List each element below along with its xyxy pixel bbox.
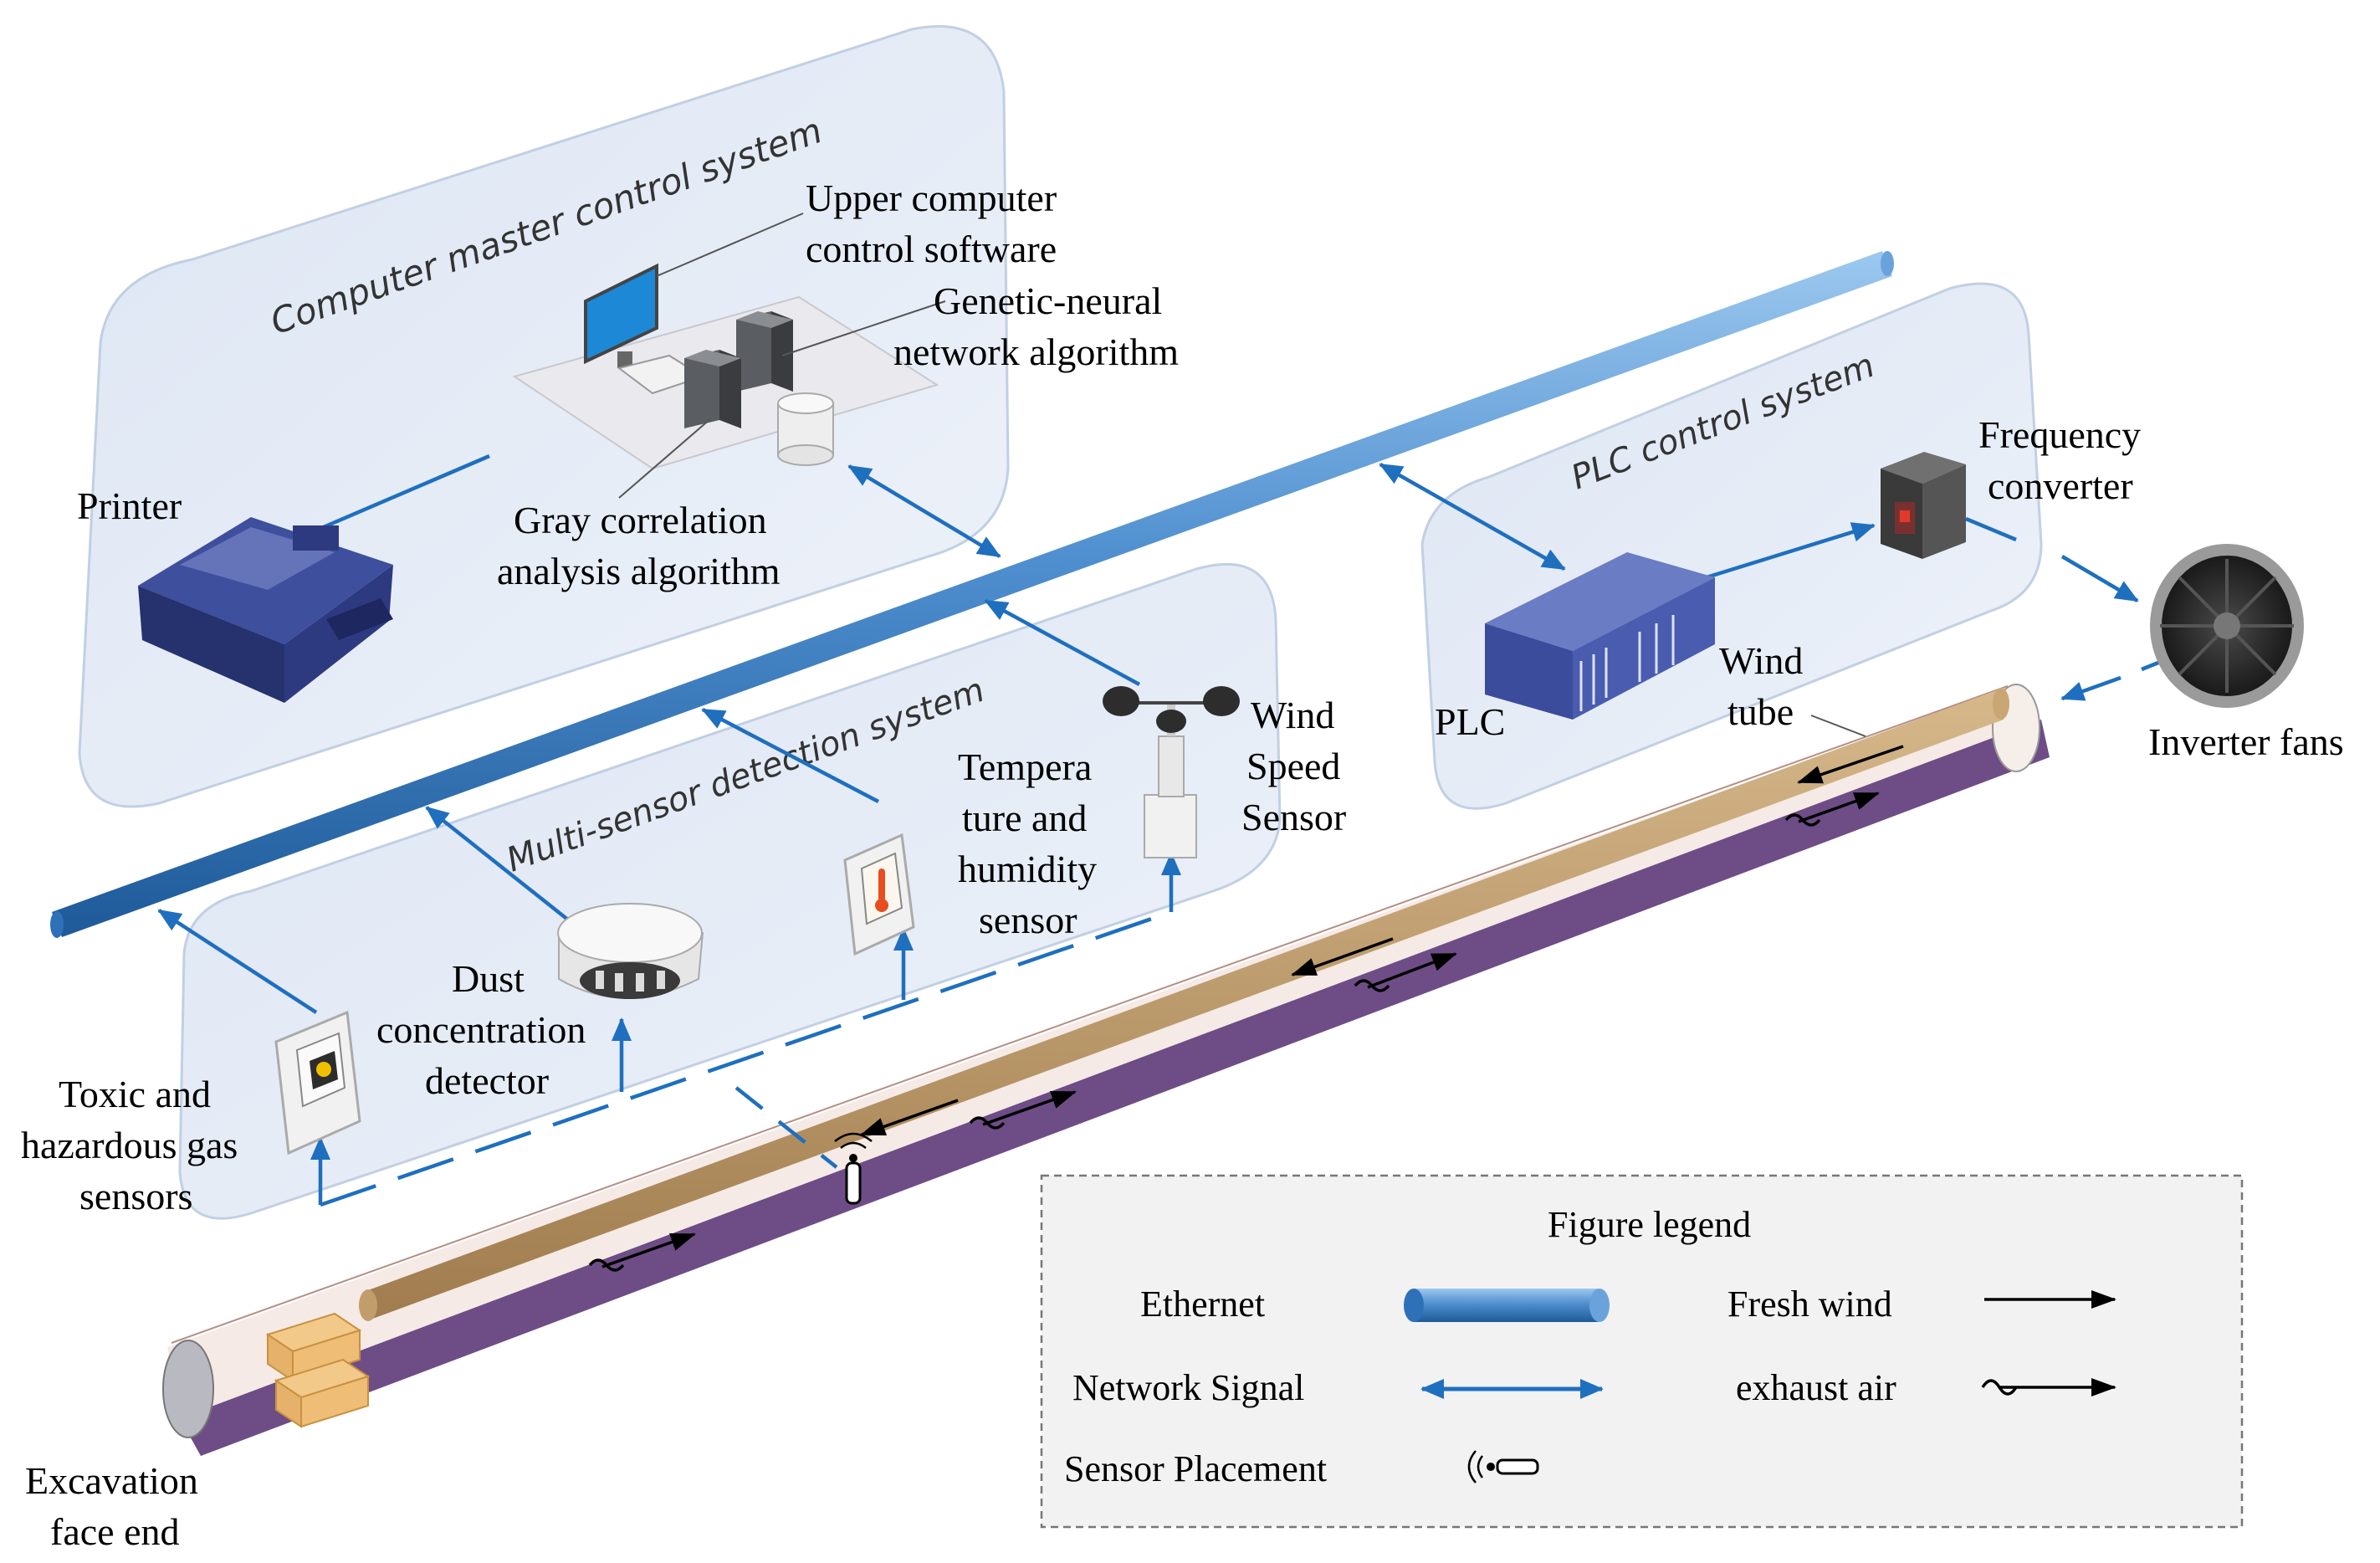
inverter-fans-label: Inverter fans — [2148, 720, 2344, 763]
upper-software-label: Upper computer control software — [806, 177, 1067, 270]
label-line: Excavation — [25, 1459, 198, 1502]
server-tower-icon — [736, 311, 793, 392]
plc-rack-icon — [1485, 552, 1715, 720]
printer-icon — [138, 517, 393, 703]
label-line: Genetic-neural — [934, 279, 1162, 322]
frequency-converter-label: Frequency converter — [1978, 413, 2151, 507]
label-line: ture and — [962, 797, 1087, 839]
label-line: Sensor — [1241, 796, 1346, 838]
fresh-wind-arrows — [860, 745, 1904, 1136]
label-line: face end — [50, 1510, 180, 1553]
label-line: Tempera — [958, 746, 1092, 788]
label-line: Speed — [1246, 745, 1340, 787]
inverter-fan-icon — [2150, 544, 2304, 708]
label-line: Wind — [1251, 694, 1334, 736]
tunnel-sensor-placement-icon — [834, 1132, 873, 1205]
frequency-converter-icon — [1881, 452, 1966, 559]
dust-detector-icon — [557, 903, 704, 999]
monitor-icon — [584, 263, 658, 365]
legend-fresh-wind-label: Fresh wind — [1727, 1284, 1892, 1325]
toxic-gas-sensor-icon — [274, 1010, 361, 1156]
legend-exhaust-air-label: exhaust air — [1736, 1367, 1896, 1408]
label-line: converter — [1988, 464, 2133, 507]
figure-legend: Figure legend Ethernet Network Signal Se… — [1040, 1174, 2244, 1529]
sensor-panel — [178, 562, 1282, 1220]
legend-ethernet-symbol — [1404, 1289, 1610, 1322]
wind-speed-sensor-label: Wind Speed Sensor — [1241, 694, 1350, 838]
dust-detector-label: Dust concentration detector — [376, 957, 596, 1102]
excavation-face-label: Excavation face end — [25, 1459, 207, 1553]
wind-tube-label: Wind tube — [1719, 639, 1813, 733]
callout-lines — [618, 213, 1866, 737]
label-line: control software — [806, 228, 1057, 270]
plc-label: PLC — [1435, 700, 1505, 743]
label-line: humidity — [958, 848, 1097, 890]
tunnel-face-end — [162, 1340, 214, 1438]
label-line: Wind — [1719, 639, 1803, 682]
legend-title: Figure legend — [1548, 1204, 1751, 1245]
label-line: network algorithm — [893, 331, 1179, 373]
database-icon — [777, 392, 834, 466]
genetic-neural-label: Genetic-neural network algorithm — [893, 279, 1179, 373]
exhaust-air-arrows — [588, 793, 1878, 1272]
server-tower-icon — [684, 350, 741, 428]
label-line: sensor — [979, 899, 1077, 941]
gray-correlation-label: Gray correlation analysis algorithm — [497, 499, 781, 592]
label-line: Toxic and — [59, 1073, 211, 1115]
label-line: hazardous gas — [21, 1124, 238, 1166]
label-line: Frequency — [1978, 413, 2141, 456]
ethernet-bus — [50, 251, 1894, 938]
temp-humidity-sensor-label: Tempera ture and humidity sensor — [958, 746, 1107, 941]
label-line: Dust — [452, 957, 525, 1000]
legend-sensor-placement-label: Sensor Placement — [1064, 1448, 1327, 1489]
legend-ethernet-label: Ethernet — [1140, 1284, 1265, 1325]
toxic-gas-sensors-label: Toxic and hazardous gas sensors — [21, 1073, 248, 1217]
temperature-humidity-sensor-icon — [843, 833, 915, 956]
label-line: detector — [425, 1059, 549, 1102]
network-signal-links — [157, 454, 2180, 1207]
label-line: tube — [1727, 690, 1794, 733]
wind-speed-sensor-icon — [1103, 686, 1240, 858]
label-line: Gray correlation — [514, 499, 767, 541]
printer-label: Printer — [77, 484, 182, 527]
label-line: analysis algorithm — [497, 550, 781, 592]
label-line: sensors — [79, 1175, 192, 1217]
legend-network-signal-label: Network Signal — [1072, 1367, 1304, 1408]
wind-tube — [359, 688, 2009, 1321]
component-labels: Upper computer control software Genetic-… — [21, 177, 2344, 1553]
label-line: Upper computer — [806, 177, 1057, 219]
tunnel-top-edge — [171, 685, 2009, 1344]
legend-sensor-placement-symbol — [1467, 1450, 1539, 1484]
tunnel-floor — [180, 720, 2050, 1456]
legend-exhaust-air-symbol — [1981, 1381, 2115, 1394]
excavation-boxes-icon — [265, 1312, 371, 1428]
label-line: concentration — [376, 1008, 586, 1051]
